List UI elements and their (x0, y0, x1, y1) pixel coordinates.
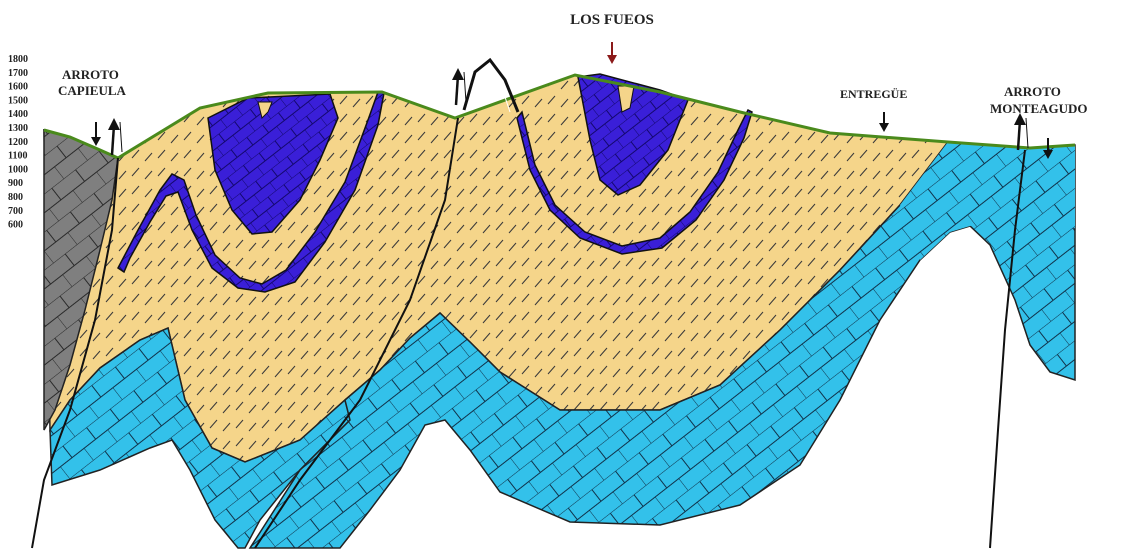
elevation-tick-label: 1600 (8, 82, 28, 93)
location-arrow-capiella (91, 122, 101, 146)
location-arrow-entregue (879, 112, 889, 132)
label-arroyo-capiella-2: CAPIEULA (58, 83, 127, 98)
elevation-tick-label: 800 (8, 192, 23, 203)
label-entregue: ENTREGÜE (840, 87, 907, 101)
elevation-tick-label: 1700 (8, 68, 28, 79)
elevation-tick-label: 1800 (8, 54, 28, 65)
elevation-tick-label: 1400 (8, 109, 28, 120)
elevation-tick-label: 600 (8, 220, 23, 231)
fault-arrows-center (452, 68, 466, 105)
elevation-tick-label: 1100 (8, 151, 27, 162)
label-arroyo-capiella-1: ARROTO (62, 67, 119, 82)
location-arrow-los-fueos (607, 42, 617, 64)
elevation-tick-label: 1500 (8, 95, 28, 106)
elevation-tick-label: 1300 (8, 123, 28, 134)
elevation-tick-label: 1200 (8, 137, 28, 148)
elevation-scale: 1800 1700 1600 1500 1400 1300 1200 1100 1000 900 8… (8, 54, 28, 231)
label-arroyo-monteagudo-2: MONTEAGUDO (990, 101, 1088, 116)
elevation-tick-label: 1000 (8, 164, 28, 175)
elevation-tick-label: 700 (8, 206, 23, 217)
label-arroyo-monteagudo-1: ARROTO (1004, 84, 1061, 99)
elevation-tick-label: 900 (8, 178, 23, 189)
fault-arrows-left (108, 118, 122, 155)
fault-arrows-right (1014, 113, 1028, 150)
label-los-fueos: LOS FUEOS (570, 12, 654, 28)
